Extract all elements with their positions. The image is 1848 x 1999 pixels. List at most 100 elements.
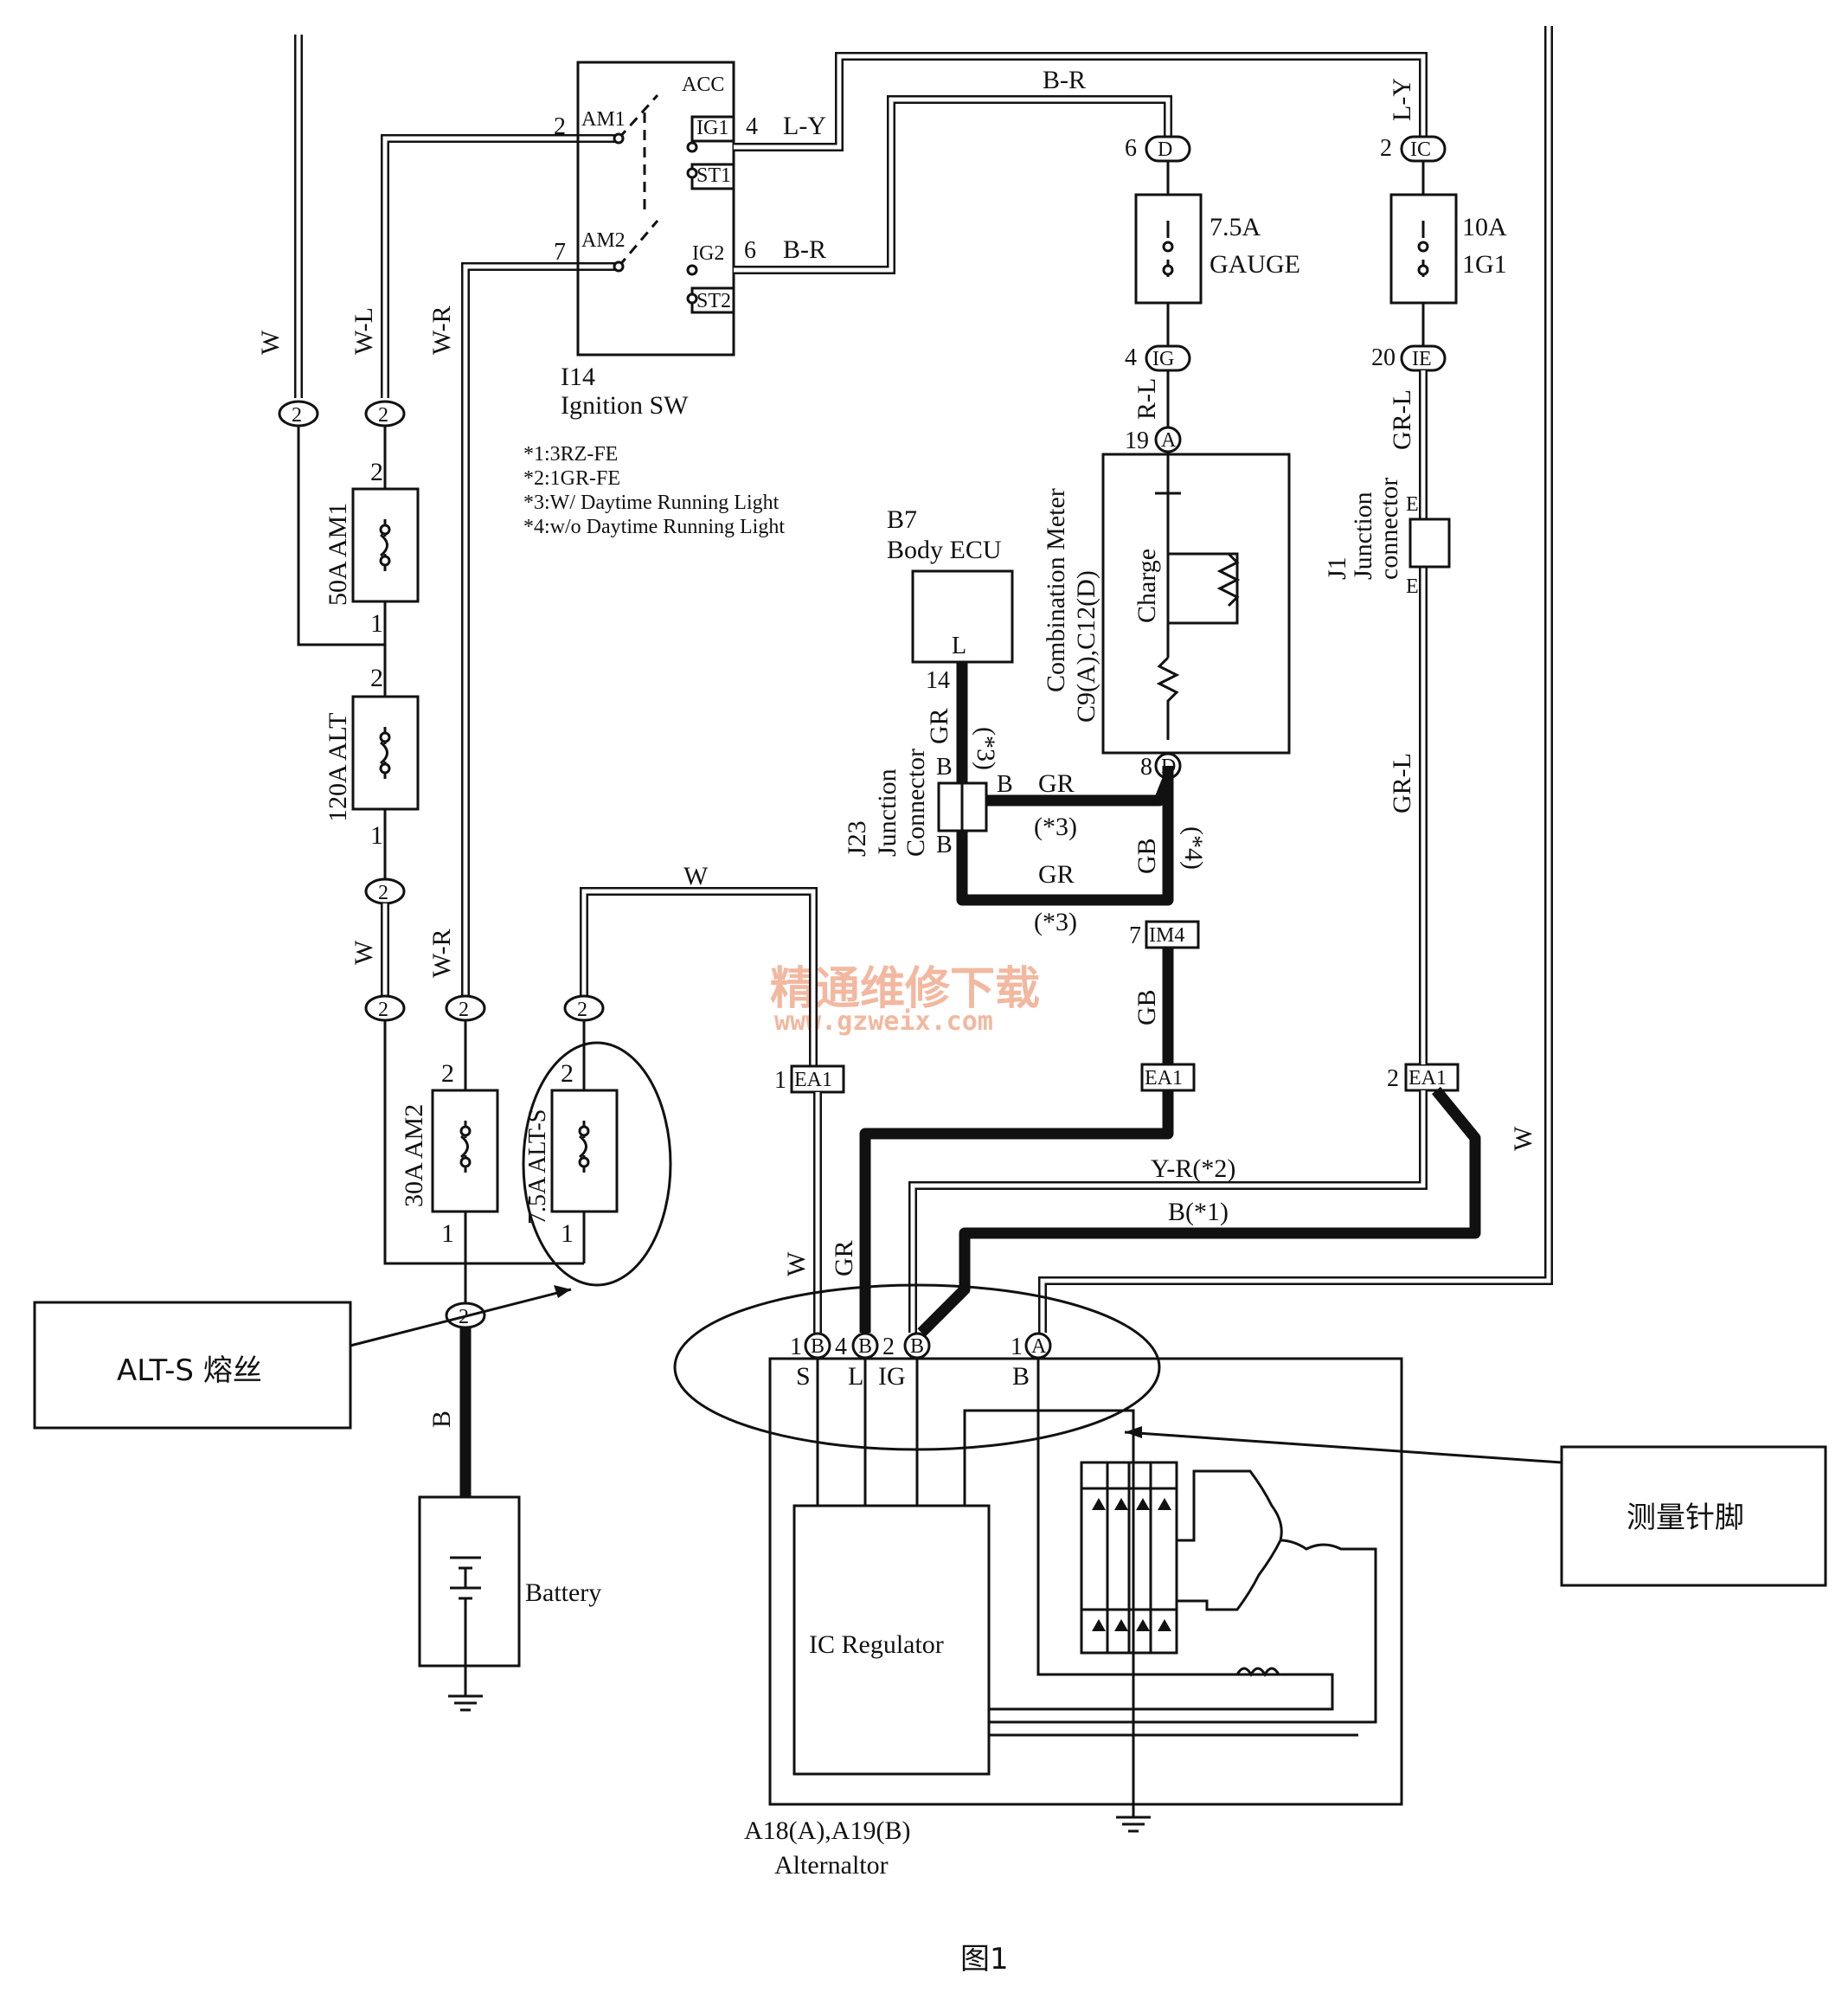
alternator [768,1357,1403,1806]
alt-pin-ig: 2 [882,1334,895,1360]
callout-measure-pin [1560,1445,1827,1587]
alternator-id: A18(A),A19(B) [744,1816,910,1845]
fuse-am1 [351,487,420,603]
wire-label-grl-top: GR-L [1388,389,1416,450]
wire-note3-bottom: (*3) [1034,908,1077,936]
connector-ie-label: IE [1412,348,1432,370]
meter-pin-19: 19 [1125,427,1149,454]
body-ecu-pin-14: 14 [926,667,950,694]
wire-label-grl-bottom: GR-L [1388,753,1416,813]
j1-pin-e-top: E [1406,493,1419,516]
ig-pin-7: 7 [554,239,566,266]
battery-label: Battery [525,1578,601,1607]
fuse-alt-s-pin-bottom: 1 [561,1219,574,1248]
connector-im4-pin: 7 [1129,922,1141,949]
alt-conn-s-label: B [811,1335,825,1358]
j23-line2: Connector [902,749,930,857]
wire-label-gb-top: GB [1133,838,1161,874]
ig-terminal-ig1: IG1 [696,117,728,139]
wire-label-ly-right: L-Y [1388,78,1416,121]
connector-ie-pin: 20 [1371,344,1396,371]
alt-terminal-s: S [796,1362,811,1391]
j23-line1: Junction [873,768,902,857]
combination-meter [1101,453,1291,755]
ig-terminal-am1: AM1 [581,108,626,131]
rectifier-bridge [1080,1461,1178,1655]
alt-conn-b-label: A [1031,1335,1047,1358]
alt-pin-b: 1 [1011,1334,1023,1360]
callout-measure-pin-label: 测量针脚 [1627,1501,1744,1535]
connector-2-d [364,994,406,1022]
connector-2-b-label: 2 [378,404,388,427]
j23-pin-b-right: B [997,771,1013,798]
meter-conn-a-label: A [1161,429,1177,452]
callout-alt-s-fuse [33,1301,352,1430]
fuse-alt-s-pin-top: 2 [561,1059,574,1088]
meter-name: Combination Meter [1042,488,1070,692]
ig-pin-6: 6 [744,237,756,264]
fuse-alt-pin-bottom: 1 [370,821,383,850]
fuse-am1-pin-top: 2 [370,458,383,486]
connector-2-c-label: 2 [378,882,388,904]
fuse-am2-label: 30A AM2 [400,1104,428,1207]
wire-label-w-alts: W [683,862,709,890]
callout-alt-s-fuse-label: ALT-S 熔丝 [117,1353,262,1388]
note-2: *2:1GR-FE [523,467,620,490]
alternator-name: Alternaltor [774,1851,889,1880]
connector-ea1-mid [1140,1063,1196,1092]
fuse-alt [351,695,420,811]
fuse-am2-pin-top: 2 [441,1059,454,1088]
note-4: *4:w/o Daytime Running Light [523,516,785,538]
body-ecu-id: B7 [887,505,917,534]
j1-id: J1 [1323,556,1351,580]
fuse-alt-label: 120A ALT [324,713,352,822]
connector-2-f [563,994,605,1022]
alt-terminal-l: L [848,1362,863,1391]
wire-label-b1: B(*1) [1168,1198,1229,1226]
wire-note4: (*4) [1179,826,1208,870]
j23-pin-b-bottom: B [936,832,953,858]
alt-conn-ig-label: B [910,1335,924,1358]
figure-caption: 图1 [960,1942,1009,1977]
alt-terminal-ig: IG [878,1362,906,1391]
connector-ea1-right-pin: 2 [1387,1065,1399,1092]
wire-label-w-mid: W [350,940,378,965]
connector-ea1-left [790,1064,845,1094]
wire-label-w-right: W [1509,1126,1537,1151]
ig-terminal-acc: ACC [682,74,724,96]
battery [418,1495,521,1668]
connector-2-e-label: 2 [459,999,469,1021]
ig-pin-4: 4 [746,113,758,140]
fuse-am1-label: 50A AM1 [324,503,352,606]
meter-pin-8: 8 [1140,754,1152,781]
fuse-gauge-rating: 7.5A [1210,213,1261,241]
ic-regulator [792,1504,991,1776]
fuse-ig1-name: 1G1 [1462,250,1507,279]
ig-switch-id: I14 [561,363,595,391]
connector-ea1-left-label: EA1 [794,1069,832,1091]
alt-terminal-b: B [1012,1362,1030,1391]
connector-ic-label: IC [1410,138,1431,161]
j1-junction [1408,517,1451,569]
note-1: *1:3RZ-FE [523,443,618,466]
alt-pin-l: 4 [835,1334,847,1360]
ig-switch-name: Ignition SW [561,391,689,420]
j23-id: J23 [843,820,871,857]
wire-label-gr-l: GR [830,1240,858,1276]
alt-pin-s: 1 [790,1334,802,1360]
j23-pin-b-top: B [936,754,953,781]
connector-2-d-label: 2 [378,999,388,1021]
wire-label-wl: W-L [350,307,378,355]
ic-regulator-label: IC Regulator [809,1630,944,1659]
j1-pin-e-bottom: E [1406,575,1419,598]
wire-label-yr: Y-R(*2) [1151,1154,1235,1183]
wire-label-gb-bottom: GB [1133,989,1161,1025]
connector-2-a-label: 2 [292,404,302,427]
alt-s-highlight-ellipse [522,1041,672,1287]
connector-2-e [445,994,486,1022]
wire-label-wr-bottom: W-R [427,929,456,978]
alternator-ground-icon [1116,1722,1151,1833]
connector-ea1-left-pin: 1 [774,1067,786,1094]
watermark-url: www.gzweix.com [774,1006,993,1037]
